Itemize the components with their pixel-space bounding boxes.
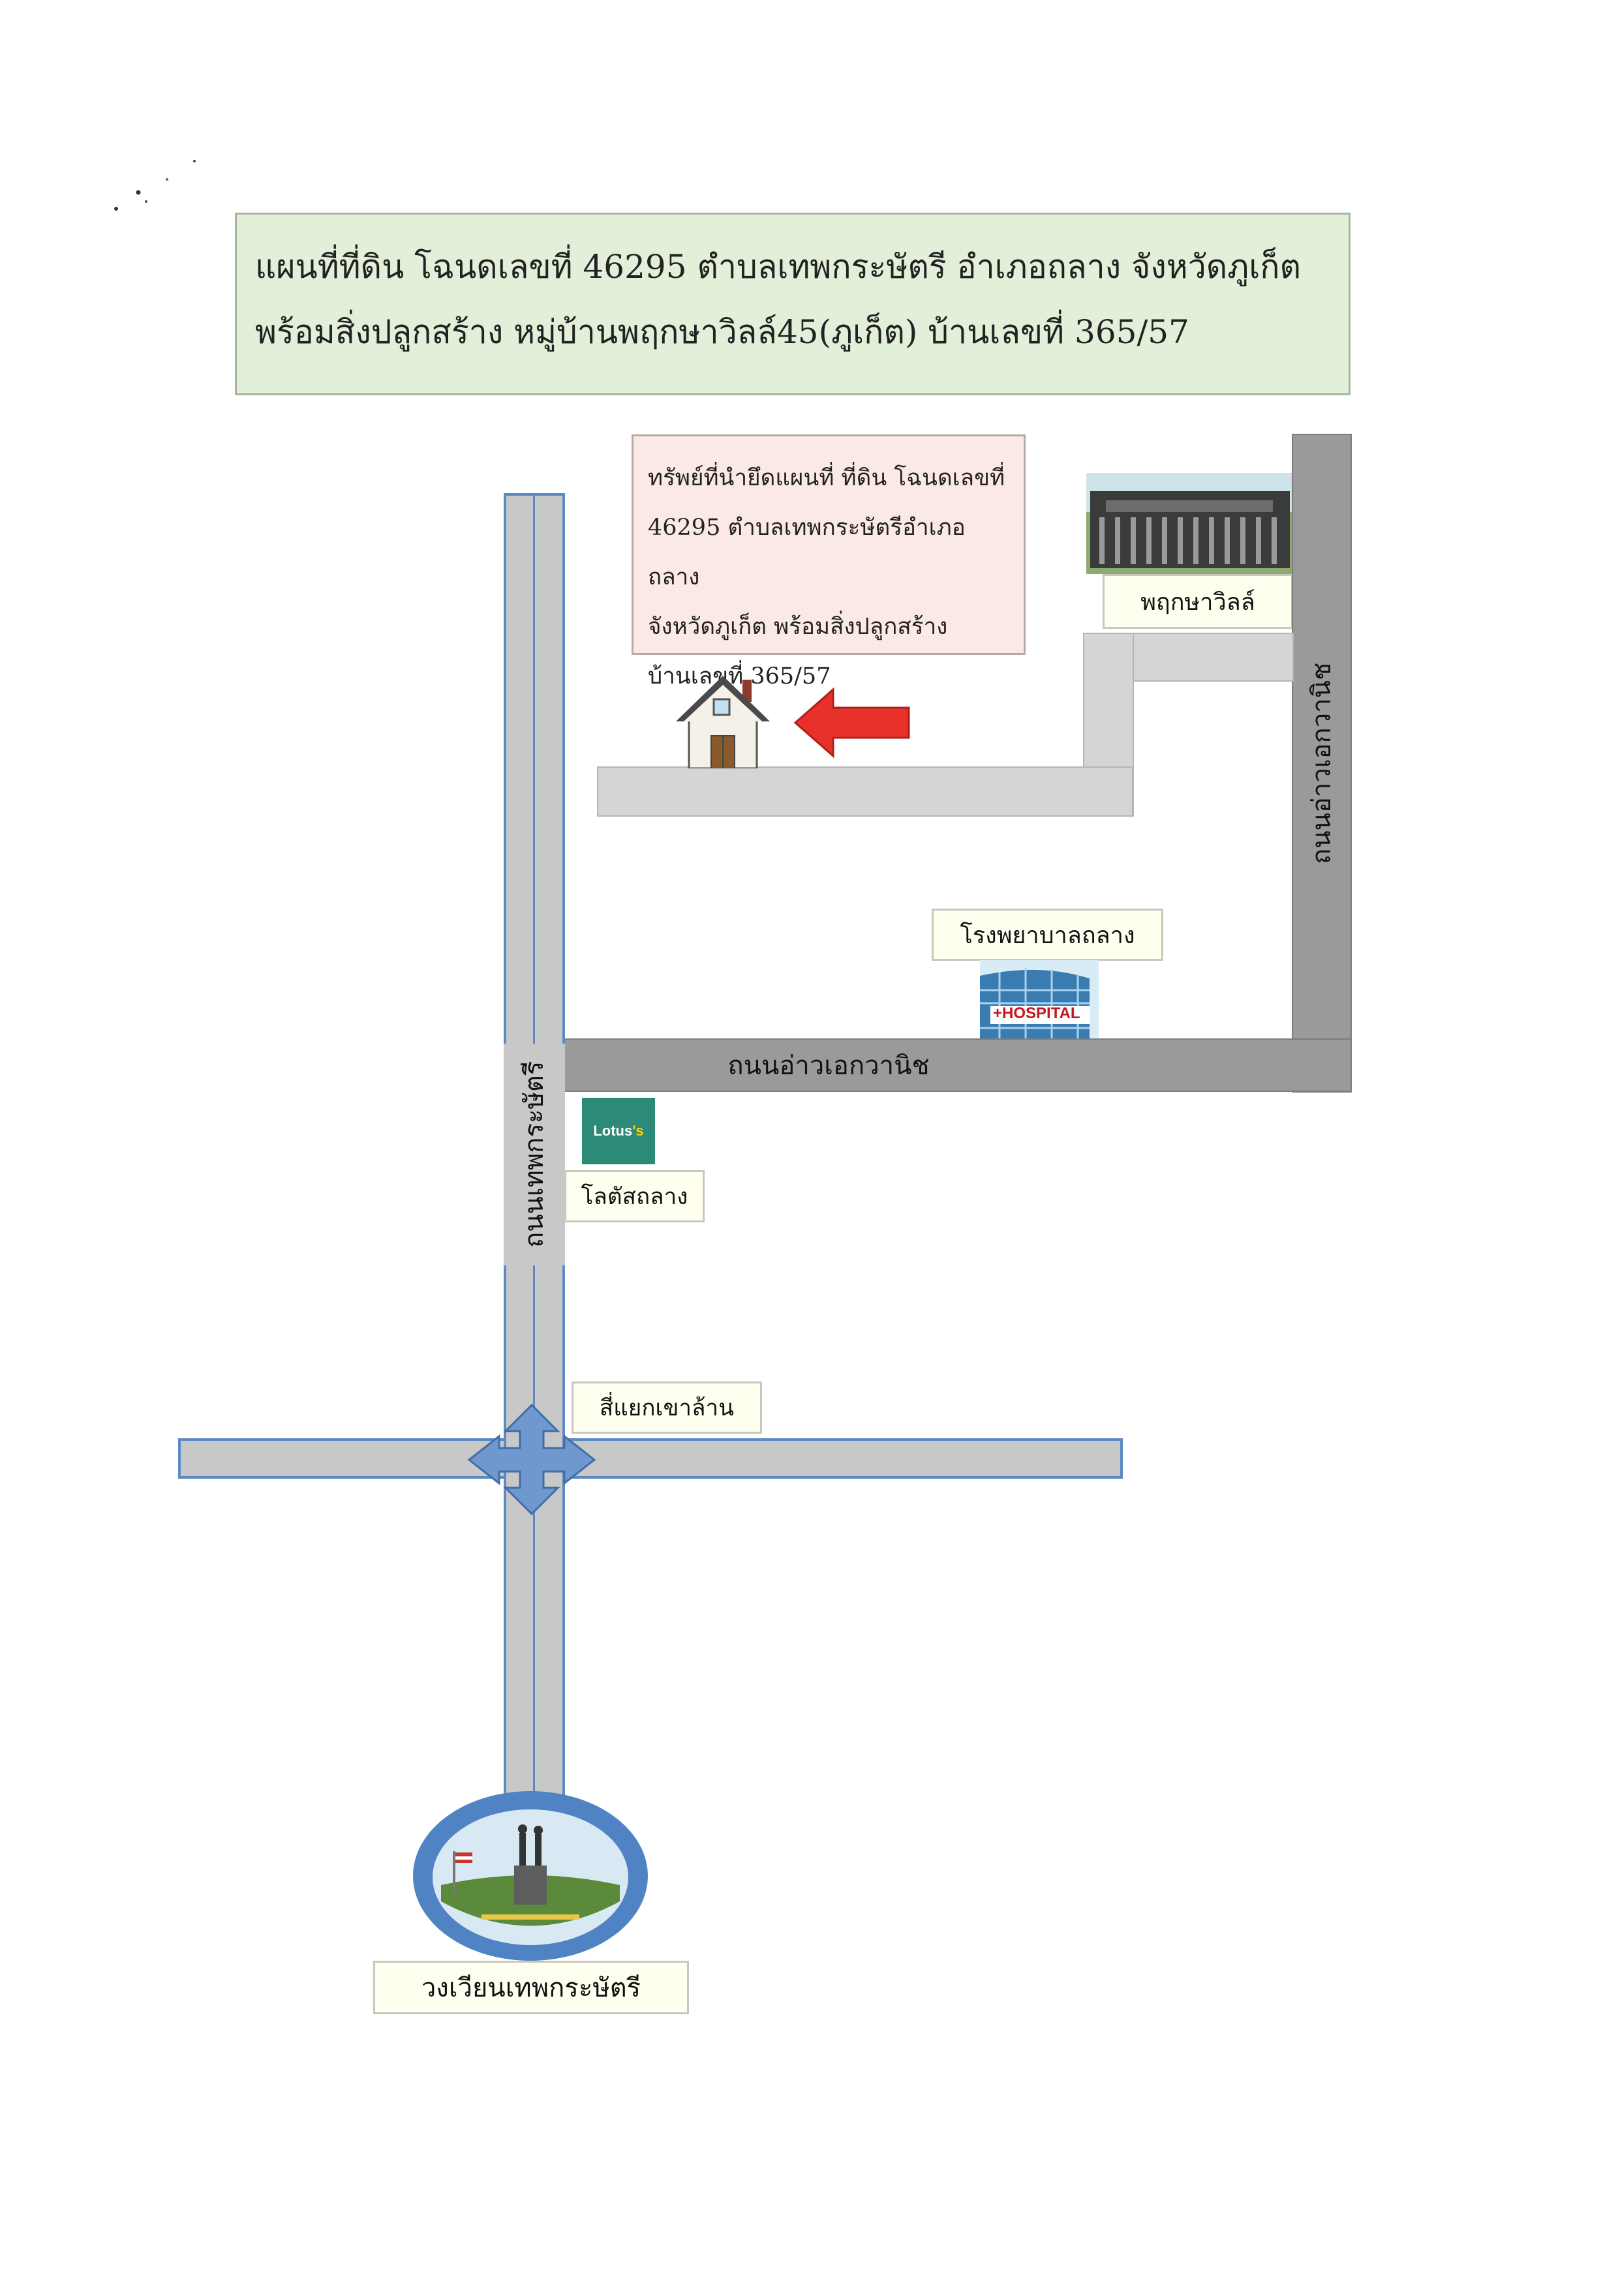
road-label-thepkrasattri: ถนนเทพกระษัตรี bbox=[504, 1044, 565, 1265]
village-building-icon bbox=[1086, 473, 1294, 574]
property-info-line: ทรัพย์ที่นำยึดแผนที่ ที่ดิน โฉนดเลขที่ bbox=[648, 465, 1005, 491]
road-label-ao-ekawanit-horizontal: ถนนอ่าวเอกวานิช bbox=[727, 1051, 930, 1081]
road-village-connector bbox=[1132, 633, 1294, 682]
monument-roundabout-icon bbox=[410, 1787, 651, 1965]
lotus-store-label: โลตัสถลาง bbox=[564, 1170, 705, 1222]
hospital-label: โรงพยาบาลถลาง bbox=[932, 909, 1163, 961]
lotus-logo-suffix: 's bbox=[632, 1123, 644, 1139]
roundabout-label: วงเวียนเทพกระษัตรี bbox=[373, 1961, 689, 2014]
property-info-line: 46295 ตำบลเทพกระษัตรีอำเภอถลาง bbox=[648, 515, 966, 590]
road-cross-horizontal bbox=[178, 1438, 1123, 1479]
hospital-sign: +HOSPITAL bbox=[993, 1004, 1080, 1022]
property-info-box: ทรัพย์ที่นำยึดแผนที่ ที่ดิน โฉนดเลขที่ 4… bbox=[632, 434, 1026, 689]
scan-marks bbox=[114, 160, 196, 211]
house-icon bbox=[672, 672, 774, 770]
four-way-arrow-icon bbox=[466, 1402, 597, 1517]
map-title-line-2: พร้อมสิ่งปลูกสร้าง หมู่บ้านพฤกษาวิลล์45(… bbox=[255, 313, 1189, 351]
red-arrow-left-icon bbox=[793, 687, 911, 759]
property-info-line: บ้านเลขที่ 365/57 bbox=[648, 663, 831, 689]
road-soi-horizontal bbox=[597, 766, 1133, 817]
lotus-logo-text: Lotus bbox=[593, 1123, 633, 1139]
property-info-line: จังหวัดภูเก็ต พร้อมสิ่งปลูกสร้าง bbox=[648, 614, 948, 640]
map-title-box: แผนที่ที่ดิน โฉนดเลขที่ 46295 ตำบลเทพกระ… bbox=[235, 213, 1351, 395]
hospital-building-icon bbox=[980, 960, 1099, 1041]
lotus-logo: Lotus's bbox=[582, 1098, 655, 1164]
road-ao-ekawanit-vertical bbox=[1292, 434, 1352, 1093]
intersection-label: สี่แยกเขาล้าน bbox=[572, 1382, 762, 1434]
road-ao-ekawanit-horizontal bbox=[562, 1038, 1352, 1092]
village-label: พฤกษาวิลล์ bbox=[1103, 574, 1293, 629]
map-title-line-1: แผนที่ที่ดิน โฉนดเลขที่ 46295 ตำบลเทพกระ… bbox=[255, 248, 1302, 286]
road-label-ao-ekawanit-vertical: ถนนอ่าวเอกวานิช bbox=[1307, 662, 1337, 864]
